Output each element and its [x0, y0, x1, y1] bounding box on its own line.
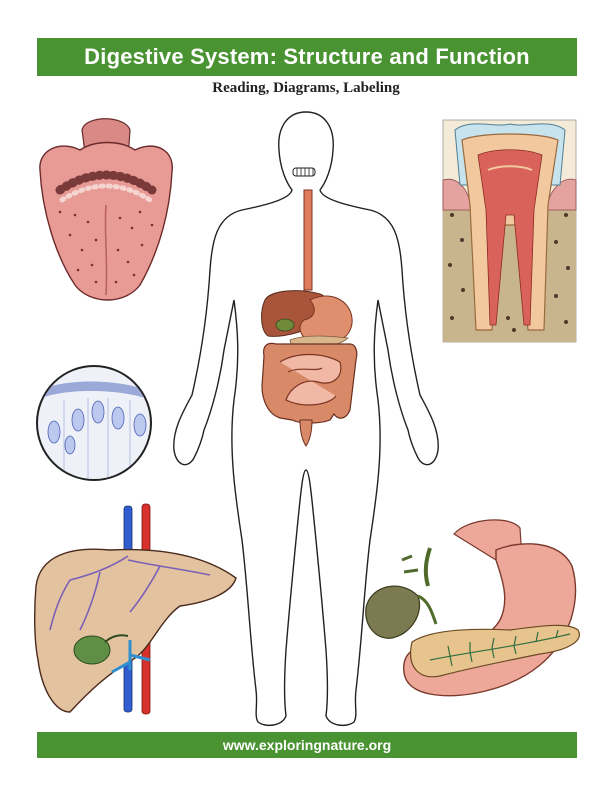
cells-illustration [36, 365, 152, 481]
tooth-illustration [442, 119, 577, 343]
page-subtitle: Reading, Diagrams, Labeling [212, 80, 400, 96]
page-title: Digestive System: Structure and Function [84, 44, 530, 69]
footer-banner: www.exploringnature.org [37, 732, 577, 758]
stomach-illustration [365, 519, 580, 697]
footer-url[interactable]: www.exploringnature.org [222, 737, 392, 753]
body-outline-illustration [173, 111, 439, 727]
title-banner: Digestive System: Structure and Function [37, 38, 577, 76]
tongue-illustration [39, 118, 173, 301]
liver-illustration [33, 503, 237, 715]
